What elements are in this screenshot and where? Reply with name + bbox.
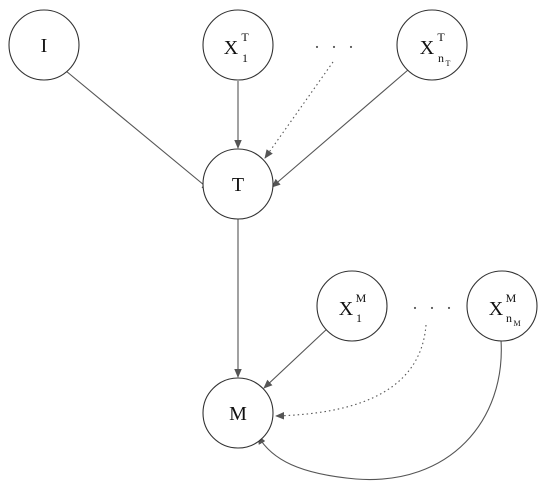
- node-i: I: [8, 9, 80, 81]
- node-i-label: I: [41, 35, 48, 57]
- node-m: M: [202, 377, 274, 449]
- node-xm1-circle: [316, 270, 388, 342]
- edge-xtn-to-t: [271, 69, 409, 188]
- edge-i-to-t: [65, 70, 211, 191]
- node-xm1-sub: 1: [356, 311, 362, 325]
- node-xt1-circle: [202, 9, 274, 81]
- node-xtn-sup: T: [437, 30, 445, 44]
- node-xm1: X M 1: [316, 270, 388, 342]
- node-xtn-circle: [396, 9, 468, 81]
- node-xmn-circle: [466, 270, 538, 342]
- node-xt1-label: X: [224, 37, 239, 59]
- edge-ellipsis-bottom-to-m: [275, 324, 427, 420]
- node-xtn-label: X: [420, 37, 435, 59]
- node-i-circle: [8, 9, 80, 81]
- node-xt1-sup: T: [241, 30, 249, 44]
- edge-ellipsis-top-to-t: [264, 61, 334, 159]
- node-xmn: X M n M: [466, 270, 538, 342]
- node-xmn-sup: M: [506, 291, 517, 305]
- edge-xmn-to-m: [257, 339, 502, 481]
- node-t: T: [202, 148, 274, 220]
- node-xt1: X T 1: [202, 9, 274, 81]
- node-xm1-sup: M: [356, 291, 367, 305]
- node-xmn-sub: n: [506, 311, 512, 325]
- node-xmn-label: X: [489, 298, 504, 320]
- node-m-circle: [202, 377, 274, 449]
- node-xtn: X T n T: [396, 9, 468, 81]
- node-xt1-sub: 1: [242, 51, 248, 65]
- node-xtn-sub: n: [438, 51, 444, 65]
- node-m-label: M: [229, 403, 247, 425]
- node-xtn-subsub: T: [446, 59, 451, 68]
- node-xmn-subsub: M: [513, 319, 520, 328]
- node-t-label: T: [232, 174, 244, 196]
- node-t-circle: [202, 148, 274, 220]
- node-xm1-label: X: [339, 298, 354, 320]
- edge-xm1-to-m: [263, 327, 329, 389]
- ellipsis-top: . . .: [315, 32, 358, 52]
- ellipsis-bottom: . . .: [413, 293, 456, 313]
- edges: [65, 61, 502, 481]
